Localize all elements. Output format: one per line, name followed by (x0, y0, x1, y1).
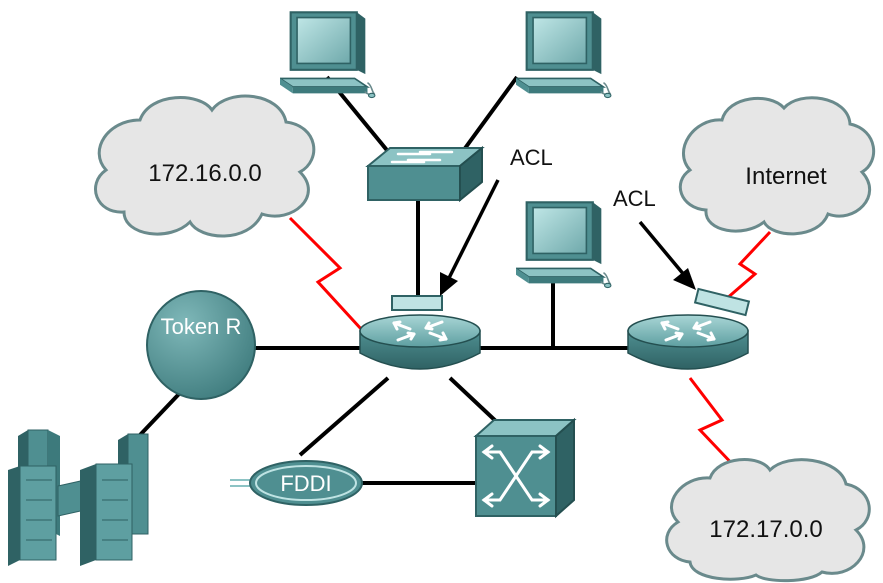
workstation-icon (280, 11, 376, 99)
router-icon (626, 313, 750, 371)
serial-link-172-17 (688, 377, 740, 472)
acl-arrow (440, 179, 500, 296)
router-icon (358, 313, 482, 371)
switch-icon (365, 145, 485, 203)
cloud-internet: Internet (678, 96, 876, 236)
serial-link-172-16 (288, 216, 364, 332)
cloud-label: 172.17.0.0 (709, 516, 822, 543)
server-icon (8, 429, 149, 566)
cloud-label: 172.16.0.0 (148, 160, 261, 187)
ethernet-links (138, 75, 630, 485)
fddi: FDDI (230, 460, 363, 506)
link-router-atm (448, 376, 502, 427)
acl-label: ACL (613, 186, 656, 211)
workstation-icon (516, 11, 612, 99)
fddi-icon (249, 460, 363, 506)
acl-marker (693, 287, 751, 317)
serial-links (288, 216, 772, 472)
cloud-172-16: 172.16.0.0 (94, 94, 316, 238)
token-ring: Token R (146, 290, 256, 400)
cloud-icon (678, 96, 876, 236)
token-ring-label: Token R (161, 314, 242, 339)
acl-marker (391, 295, 443, 311)
token-ring-icon (146, 290, 256, 400)
cloud-label: Internet (745, 163, 827, 190)
fddi-label: FDDI (280, 471, 331, 496)
link-router-fddi (298, 376, 390, 457)
cloud-icon (665, 458, 871, 583)
acl-label: ACL (510, 145, 553, 170)
acl-arrow (638, 220, 696, 290)
cloud-172-17: 172.17.0.0 (665, 458, 871, 583)
workstation-icon (516, 201, 612, 289)
atm-switch-icon (473, 417, 577, 519)
serial-link-internet (717, 230, 772, 308)
cloud-icon (94, 94, 316, 238)
